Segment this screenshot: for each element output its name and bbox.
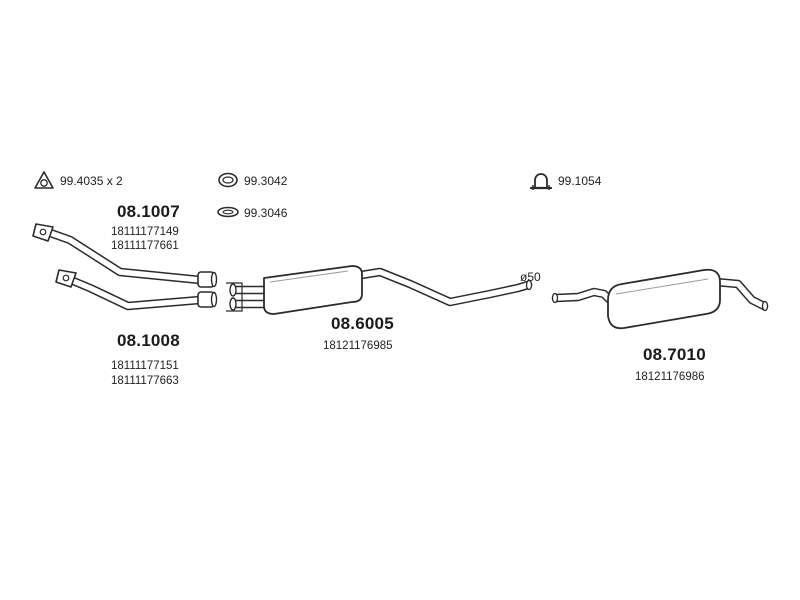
- oem-number: 18121176986: [635, 371, 705, 383]
- accessory-label-sealing-ring: 99.3046: [244, 206, 288, 220]
- accessory-label-u-bolt: 99.1054: [558, 174, 602, 188]
- part-number-rear-silencer: 08.7010: [643, 345, 706, 364]
- oem-number: 18111177149: [111, 226, 179, 238]
- rear-silencer-drawing: [551, 268, 769, 330]
- oem-number: 18121176985: [323, 340, 393, 352]
- accessory-label-gasket: 99.4035 x 2: [60, 174, 123, 188]
- part-number-front-pipe-lower: 08.1008: [117, 331, 180, 350]
- sealing-ring-icon: [217, 206, 239, 218]
- accessory-label-clamp: 99.3042: [244, 174, 288, 188]
- oem-number: 18111177663: [111, 375, 179, 387]
- front-pipe-lower-drawing: [55, 269, 218, 311]
- oem-number: 18111177661: [111, 240, 179, 252]
- triangle-flange-gasket-icon: [34, 171, 54, 189]
- pipe-diameter-label: ø50: [520, 270, 541, 284]
- part-number-front-pipe-upper: 08.1007: [117, 202, 180, 221]
- part-number-middle-silencer: 08.6005: [331, 314, 394, 333]
- u-bolt-clamp-icon: [529, 173, 553, 190]
- front-pipe-upper-drawing: [32, 223, 218, 288]
- oem-number: 18111177151: [111, 360, 179, 372]
- middle-silencer-drawing: [226, 265, 533, 315]
- pipe-clamp-icon: [218, 172, 238, 188]
